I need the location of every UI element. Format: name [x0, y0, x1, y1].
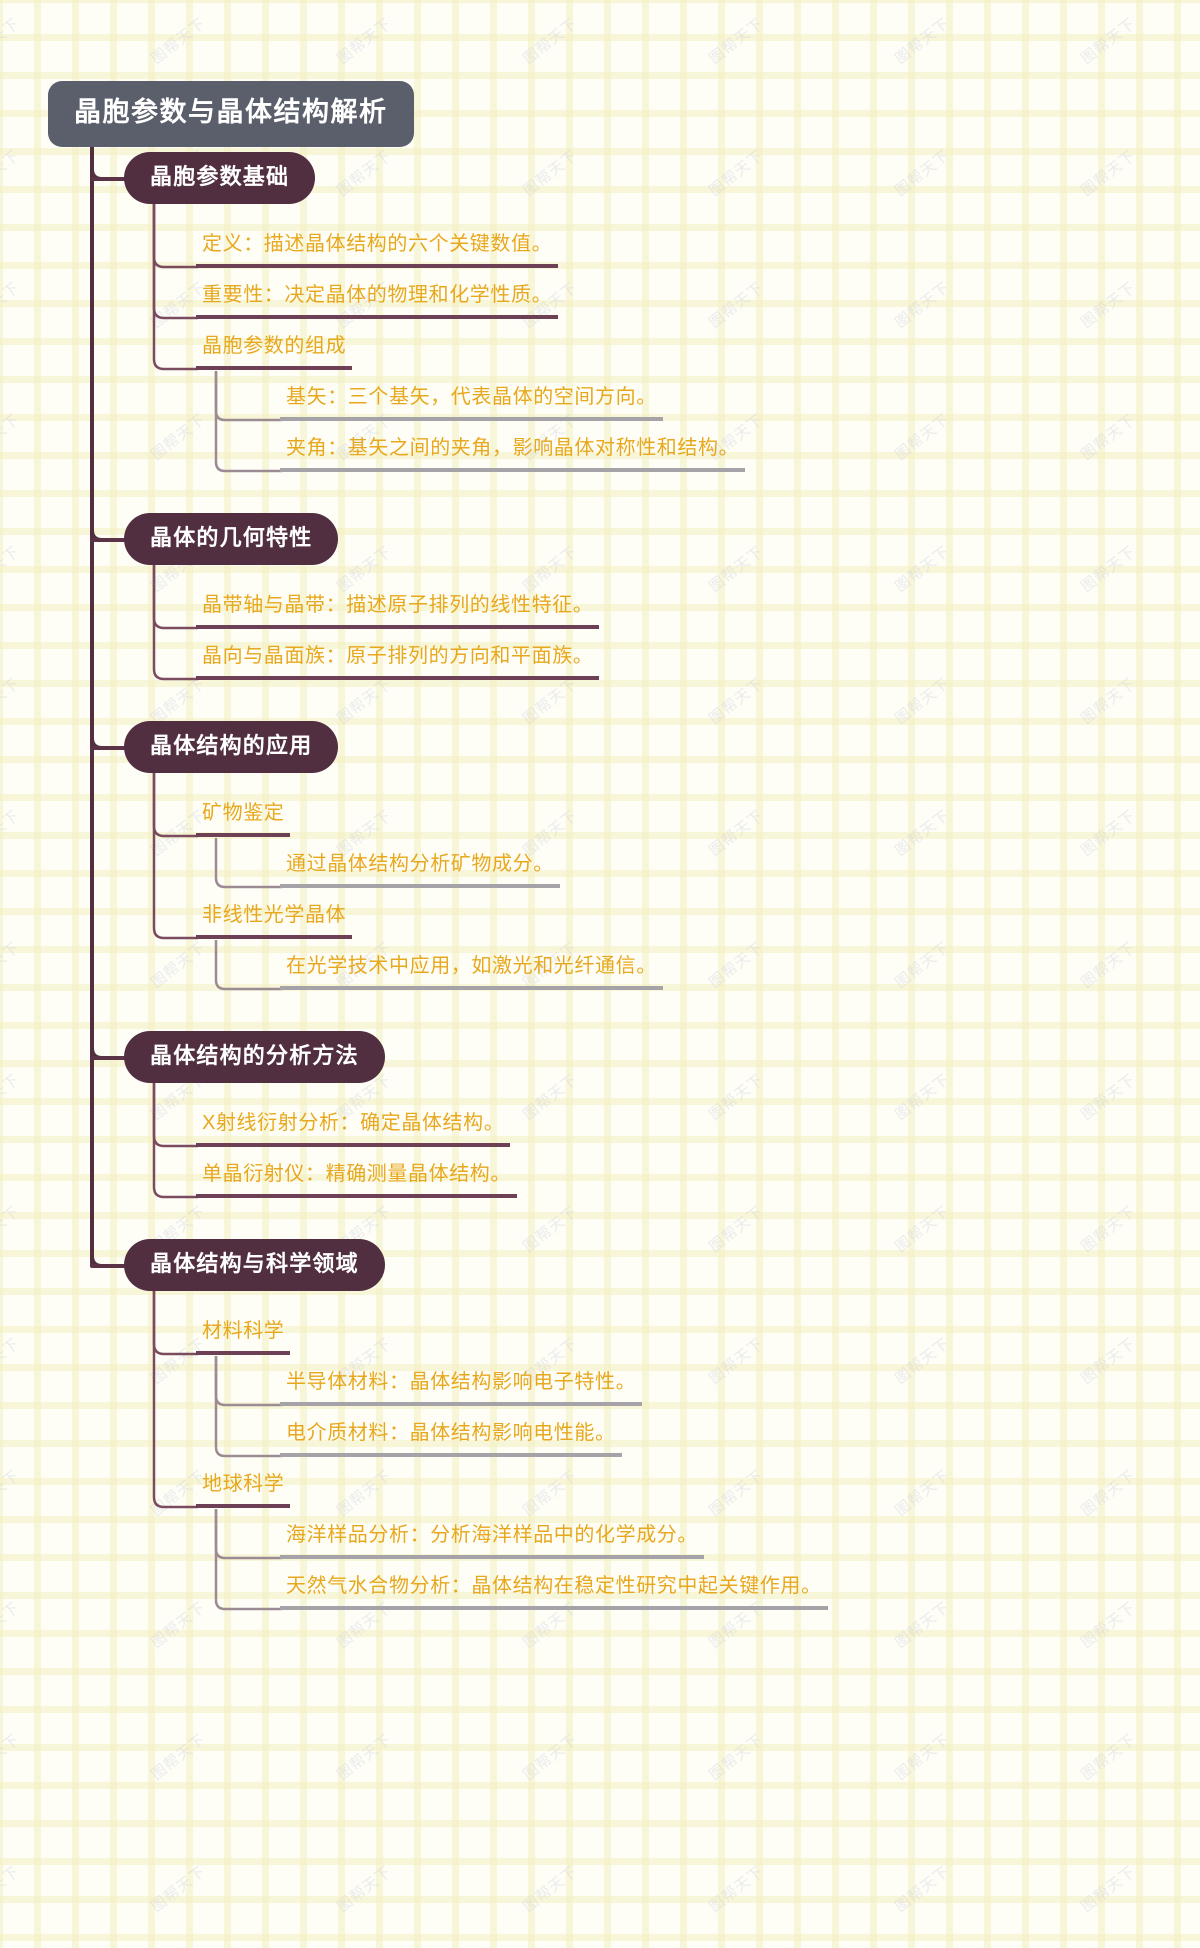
- leaf-node-level3[interactable]: 晶胞参数的组成: [196, 332, 353, 370]
- branch-node-2-label: 晶体的几何特性: [150, 525, 313, 550]
- leaf-node-level4[interactable]: 海洋样品分析：分析海洋样品中的化学成分。: [280, 1521, 704, 1559]
- branch-node-3-label: 晶体结构的应用: [150, 733, 313, 758]
- leaf-node-level3-label: 定义：描述晶体结构的六个关键数值。: [202, 233, 553, 255]
- branch-node-1[interactable]: 晶胞参数基础: [124, 152, 316, 205]
- leaf-node-level3-label: 非线性光学晶体: [202, 904, 347, 926]
- leaf-node-level4-label: 天然气水合物分析：晶体结构在稳定性研究中起关键作用。: [286, 1575, 822, 1597]
- leaf-node-level4-label: 基矢：三个基矢，代表晶体的空间方向。: [286, 386, 657, 408]
- root-node-label: 晶胞参数与晶体结构解析: [74, 97, 388, 127]
- leaf-node-level3[interactable]: X射线衍射分析：确定晶体结构。: [196, 1109, 511, 1147]
- branch-node-4-label: 晶体结构的分析方法: [150, 1043, 359, 1068]
- leaf-node-level4[interactable]: 天然气水合物分析：晶体结构在稳定性研究中起关键作用。: [280, 1572, 828, 1610]
- leaf-node-level3-label: 晶胞参数的组成: [202, 335, 347, 357]
- leaf-node-level3[interactable]: 定义：描述晶体结构的六个关键数值。: [196, 230, 559, 268]
- leaf-node-level4-label: 在光学技术中应用，如激光和光纤通信。: [286, 955, 657, 977]
- leaf-node-level4[interactable]: 在光学技术中应用，如激光和光纤通信。: [280, 952, 663, 990]
- branch-node-5-label: 晶体结构与科学领域: [150, 1251, 359, 1276]
- leaf-node-level3-label: 晶带轴与晶带：描述原子排列的线性特征。: [202, 594, 594, 616]
- leaf-node-level4[interactable]: 电介质材料：晶体结构影响电性能。: [280, 1419, 622, 1457]
- leaf-node-level4-label: 电介质材料：晶体结构影响电性能。: [286, 1422, 616, 1444]
- leaf-node-level3-label: X射线衍射分析：确定晶体结构。: [202, 1112, 505, 1134]
- branch-node-1-label: 晶胞参数基础: [150, 164, 290, 189]
- leaf-node-level3-label: 材料科学: [202, 1320, 285, 1342]
- branch-node-5[interactable]: 晶体结构与科学领域: [124, 1239, 385, 1292]
- leaf-node-level3[interactable]: 单晶衍射仪：精确测量晶体结构。: [196, 1160, 517, 1198]
- leaf-node-level3[interactable]: 晶向与晶面族：原子排列的方向和平面族。: [196, 642, 600, 680]
- leaf-node-level3-label: 地球科学: [202, 1473, 285, 1495]
- leaf-node-level3[interactable]: 非线性光学晶体: [196, 901, 353, 939]
- leaf-node-level4-label: 海洋样品分析：分析海洋样品中的化学成分。: [286, 1524, 698, 1546]
- leaf-node-level4[interactable]: 通过晶体结构分析矿物成分。: [280, 850, 560, 888]
- branch-node-4[interactable]: 晶体结构的分析方法: [124, 1031, 385, 1084]
- leaf-node-level4[interactable]: 基矢：三个基矢，代表晶体的空间方向。: [280, 383, 663, 421]
- leaf-node-level3[interactable]: 晶带轴与晶带：描述原子排列的线性特征。: [196, 591, 600, 629]
- branch-node-3[interactable]: 晶体结构的应用: [124, 721, 339, 774]
- leaf-node-level4-label: 半导体材料：晶体结构影响电子特性。: [286, 1371, 637, 1393]
- leaf-node-level3-label: 矿物鉴定: [202, 802, 285, 824]
- leaf-node-level3-label: 单晶衍射仪：精确测量晶体结构。: [202, 1163, 511, 1185]
- leaf-node-level3[interactable]: 重要性：决定晶体的物理和化学性质。: [196, 281, 559, 319]
- leaf-node-level3[interactable]: 矿物鉴定: [196, 799, 291, 837]
- leaf-node-level3-label: 重要性：决定晶体的物理和化学性质。: [202, 284, 553, 306]
- branch-node-2[interactable]: 晶体的几何特性: [124, 513, 339, 566]
- leaf-node-level4-label: 通过晶体结构分析矿物成分。: [286, 853, 554, 875]
- leaf-node-level4[interactable]: 半导体材料：晶体结构影响电子特性。: [280, 1368, 643, 1406]
- root-node[interactable]: 晶胞参数与晶体结构解析: [48, 81, 414, 147]
- leaf-node-level4[interactable]: 夹角：基矢之间的夹角，影响晶体对称性和结构。: [280, 434, 746, 472]
- leaf-node-level3-label: 晶向与晶面族：原子排列的方向和平面族。: [202, 645, 594, 667]
- leaf-node-level4-label: 夹角：基矢之间的夹角，影响晶体对称性和结构。: [286, 437, 740, 459]
- leaf-node-level3[interactable]: 地球科学: [196, 1470, 291, 1508]
- leaf-node-level3[interactable]: 材料科学: [196, 1317, 291, 1355]
